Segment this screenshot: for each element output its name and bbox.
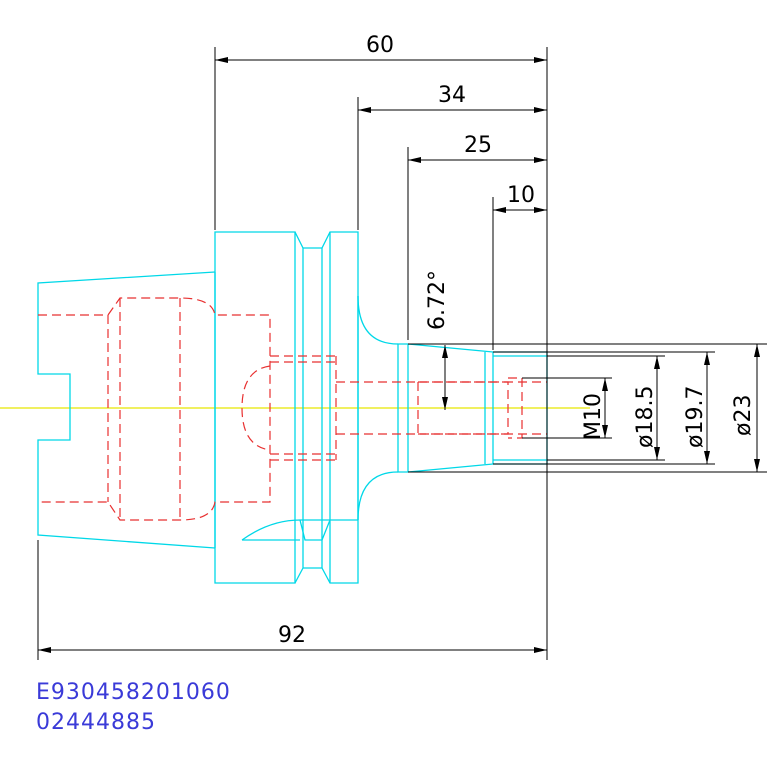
dim-60-label: 60 (366, 33, 394, 58)
dimension-lines (37, 47, 767, 660)
shank-outline (37, 271, 216, 549)
dim-92-label: 92 (278, 623, 306, 648)
part-number: 02444885 (36, 710, 156, 735)
dia-23-label: ø23 (731, 395, 756, 436)
part-code: E930458201060 (36, 680, 231, 705)
dia-185-label: ø18.5 (633, 386, 658, 448)
part-outline (37, 231, 548, 584)
thread-label: M10 (581, 393, 606, 440)
dia-197-label: ø19.7 (683, 386, 708, 448)
dim-10-label: 10 (507, 183, 535, 208)
upper-fillet (357, 295, 399, 345)
angle-label: 6.72° (425, 270, 450, 330)
hidden-lines (38, 297, 547, 521)
dim-25-label: 25 (464, 133, 492, 158)
dim-34-label: 34 (438, 83, 466, 108)
lower-fillet (357, 471, 399, 521)
